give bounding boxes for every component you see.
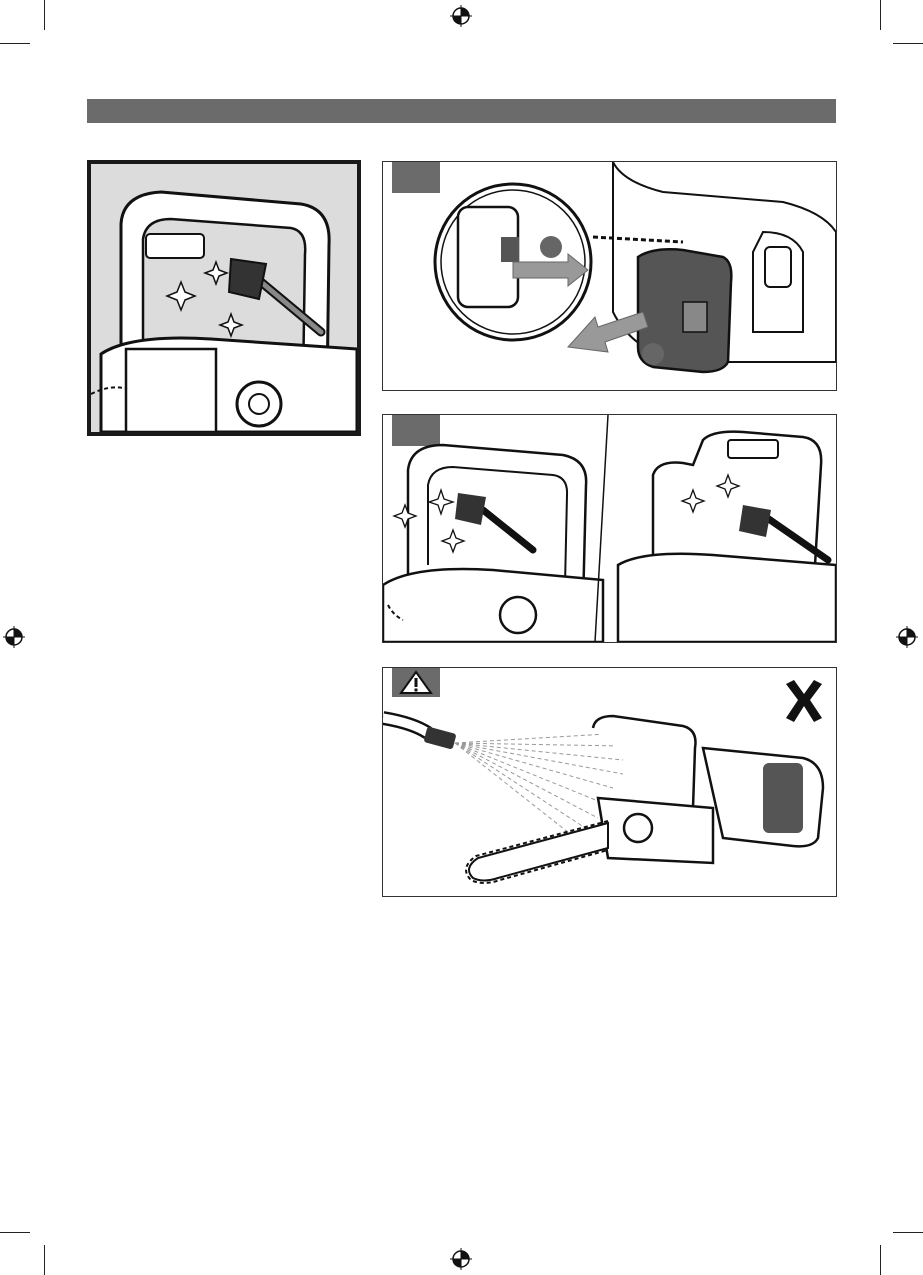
brush-cleaning-illustration	[91, 164, 357, 432]
figure-brush-cleaning-views	[382, 414, 837, 643]
figure-battery-removal	[382, 161, 837, 391]
crop-mark	[893, 1232, 923, 1233]
crop-mark	[880, 1245, 881, 1275]
crop-mark	[0, 43, 30, 44]
figure-warning-no-water-spray	[382, 667, 837, 897]
section-header-bar	[87, 99, 836, 123]
registration-mark-icon	[3, 626, 25, 648]
pressure-washer-illustration	[383, 668, 836, 896]
registration-mark-icon	[450, 5, 472, 27]
crop-mark	[44, 1245, 45, 1275]
figure-brush-cleaning	[87, 160, 361, 436]
brush-cleaning-illustration	[383, 415, 836, 642]
crop-mark	[880, 0, 881, 30]
registration-mark-icon	[450, 1248, 472, 1270]
registration-mark-icon	[896, 626, 918, 648]
crop-mark	[0, 1232, 30, 1233]
battery-removal-illustration	[383, 162, 836, 390]
crop-mark	[44, 0, 45, 30]
crop-mark	[893, 43, 923, 44]
